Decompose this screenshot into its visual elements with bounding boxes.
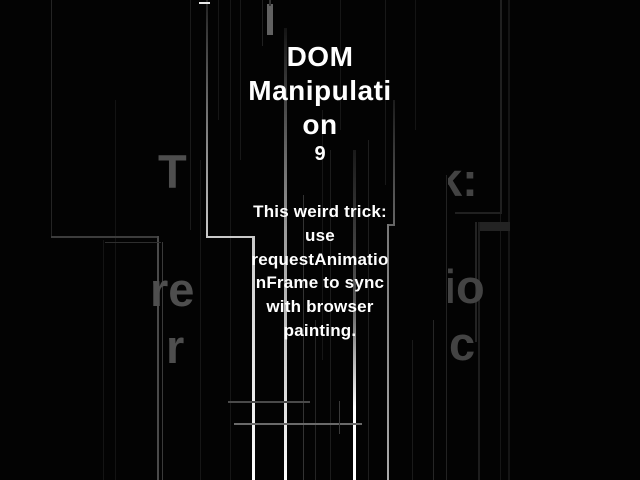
echo-fragment-right-middle-clip: io — [448, 263, 486, 315]
echo-fragment-right-top: k: — [448, 156, 478, 206]
glitch-line — [500, 214, 501, 480]
glitch-line — [157, 236, 159, 480]
glitch-line — [162, 242, 163, 480]
glitch-line — [230, 0, 231, 480]
glitch-line — [103, 240, 104, 480]
glitch-line — [446, 175, 447, 480]
glitch-line — [200, 160, 201, 480]
glitch-line — [500, 0, 502, 214]
glitch-line — [51, 236, 158, 238]
glitch-line — [228, 401, 310, 403]
glitch-line — [353, 150, 356, 480]
glitch-line — [315, 320, 316, 480]
glitch-line — [115, 100, 116, 480]
glitch-line — [206, 236, 254, 238]
glitch-line — [478, 222, 480, 480]
glitch-line — [385, 0, 386, 185]
glitch-line — [339, 401, 340, 434]
echo-fragment-right-top-clip: k: — [448, 156, 484, 208]
echo-fragment-left-top: T — [158, 145, 187, 198]
slide-counter: 9 — [314, 143, 326, 165]
glitch-line — [387, 224, 395, 226]
glitch-line — [303, 195, 304, 480]
glitch-line — [340, 0, 341, 130]
glitch-line — [190, 0, 191, 230]
slide-body-text: This weird trick: use requestAnimatio nF… — [251, 202, 389, 340]
glitch-line — [240, 0, 241, 160]
glitch-line — [206, 0, 208, 238]
glitch-line — [368, 140, 369, 480]
glitch-line — [433, 320, 434, 480]
glitch-line — [267, 4, 273, 35]
slide-title: DOM Manipulati on — [248, 41, 392, 140]
glitch-line — [252, 236, 255, 480]
echo-fragment-left-middle: re — [150, 263, 195, 316]
glitch-line — [455, 212, 502, 214]
glitch-line — [387, 224, 389, 480]
echo-fragment-right-middle: io — [448, 263, 485, 313]
glitch-line — [393, 100, 395, 226]
glitch-line — [330, 150, 331, 480]
glitch-line — [475, 222, 477, 342]
echo-fragment-left-bottom: r — [166, 320, 185, 373]
glitch-line — [218, 0, 219, 120]
glitch-line — [478, 222, 510, 231]
glitch-line — [284, 28, 287, 480]
glitch-line — [234, 423, 362, 425]
glitch-line — [415, 0, 416, 130]
glitch-line — [51, 0, 52, 237]
glitch-line — [508, 0, 510, 480]
glitch-line — [262, 0, 263, 46]
glitch-line — [322, 110, 323, 360]
glitch-line — [199, 2, 210, 4]
glitch-line — [105, 242, 161, 243]
glitch-line — [412, 340, 413, 480]
glitch-line — [269, 0, 271, 6]
echo-fragment-right-bottom: c — [449, 317, 476, 370]
